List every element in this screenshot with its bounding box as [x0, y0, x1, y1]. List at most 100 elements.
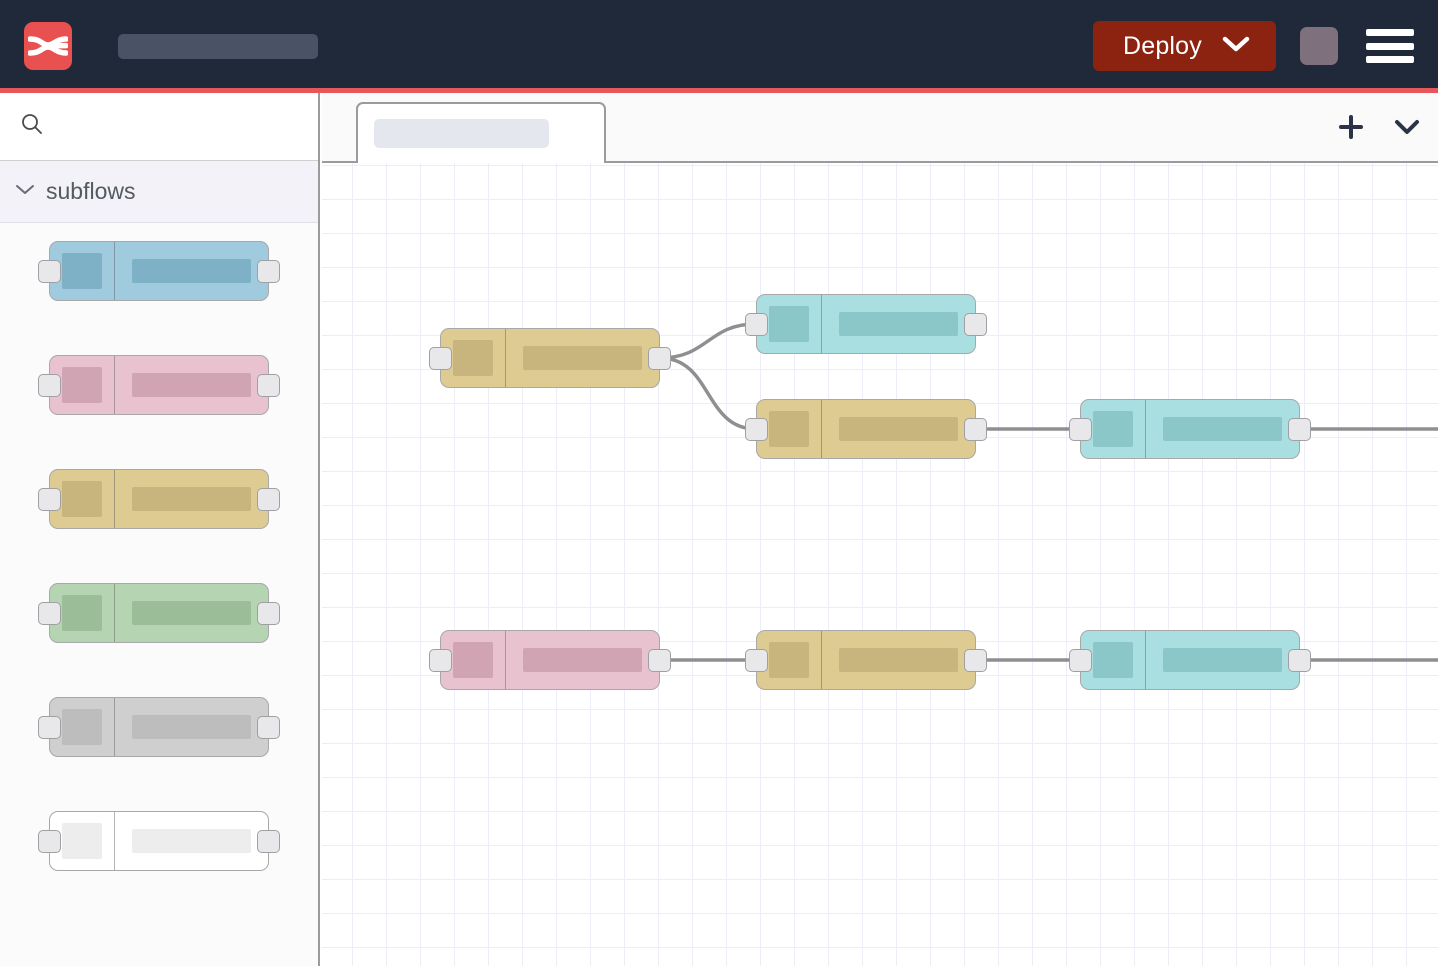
- node-input-port[interactable]: [429, 346, 452, 370]
- deploy-button[interactable]: Deploy: [1092, 21, 1276, 71]
- node-label-cell: [115, 698, 268, 756]
- editor-main: [322, 93, 1438, 966]
- palette-node-pink[interactable]: [38, 355, 280, 415]
- node-output-port[interactable]: [648, 346, 671, 370]
- node-output-port[interactable]: [964, 312, 987, 336]
- app-header: Deploy: [0, 0, 1438, 92]
- node-output-port[interactable]: [257, 601, 280, 625]
- flow-tab-active[interactable]: [356, 102, 606, 163]
- palette-search-row[interactable]: [0, 93, 318, 161]
- node-label-redacted: [1163, 648, 1283, 672]
- node-type-icon: [453, 642, 494, 678]
- node-label-redacted: [132, 601, 252, 625]
- canvas-node-body: [756, 294, 976, 354]
- node-label-cell: [115, 584, 268, 642]
- node-icon-cell: [757, 631, 823, 689]
- node-input-port[interactable]: [38, 487, 61, 511]
- node-input-port[interactable]: [38, 373, 61, 397]
- palette-node-green[interactable]: [38, 583, 280, 643]
- canvas-node-n7[interactable]: [1069, 630, 1311, 690]
- palette-node-tan[interactable]: [38, 469, 280, 529]
- node-output-port[interactable]: [257, 259, 280, 283]
- flow-title-redacted: [118, 33, 318, 59]
- chevron-down-icon[interactable]: [1222, 35, 1250, 58]
- canvas-node-body: [1080, 399, 1300, 459]
- palette-node-blue[interactable]: [38, 241, 280, 301]
- node-label-redacted: [839, 417, 959, 441]
- flow-tab-label-redacted: [374, 119, 549, 148]
- node-red-logo-icon[interactable]: [24, 22, 72, 70]
- node-input-port[interactable]: [1069, 648, 1092, 672]
- node-label-cell: [822, 400, 975, 458]
- node-input-port[interactable]: [429, 648, 452, 672]
- palette-node-grey[interactable]: [38, 697, 280, 757]
- node-label-redacted: [132, 259, 252, 283]
- node-output-port[interactable]: [257, 829, 280, 853]
- canvas-node-n1[interactable]: [429, 328, 671, 388]
- node-output-port[interactable]: [648, 648, 671, 672]
- node-label-cell: [115, 356, 268, 414]
- palette-node-body: [49, 355, 269, 415]
- node-type-icon: [769, 306, 810, 342]
- canvas-node-n5[interactable]: [429, 630, 671, 690]
- node-input-port[interactable]: [745, 312, 768, 336]
- node-label-redacted: [132, 715, 252, 739]
- avatar[interactable]: [1300, 27, 1338, 65]
- palette-sidebar: subflows: [0, 93, 320, 966]
- node-input-port[interactable]: [38, 715, 61, 739]
- search-input[interactable]: [44, 118, 318, 135]
- node-input-port[interactable]: [38, 601, 61, 625]
- node-type-icon: [1093, 411, 1134, 447]
- palette-node-white[interactable]: [38, 811, 280, 871]
- hamburger-bar: [1366, 56, 1414, 63]
- tab-actions: [1338, 93, 1420, 161]
- node-type-icon: [769, 411, 810, 447]
- node-input-port[interactable]: [745, 648, 768, 672]
- canvas-node-body: [440, 328, 660, 388]
- plus-icon[interactable]: [1338, 114, 1364, 140]
- canvas-node-n4[interactable]: [1069, 399, 1311, 459]
- node-label-redacted: [132, 487, 252, 511]
- node-output-port[interactable]: [1288, 417, 1311, 441]
- node-label-cell: [1146, 631, 1299, 689]
- hamburger-menu-icon[interactable]: [1366, 29, 1414, 63]
- palette-category-subflows[interactable]: subflows: [0, 161, 318, 223]
- node-label-redacted: [839, 648, 959, 672]
- node-icon-cell: [50, 584, 116, 642]
- node-label-redacted: [523, 648, 643, 672]
- node-label-cell: [506, 631, 659, 689]
- canvas-node-n3[interactable]: [745, 399, 987, 459]
- node-type-icon: [1093, 642, 1134, 678]
- hamburger-bar: [1366, 29, 1414, 36]
- node-type-icon: [62, 595, 103, 631]
- node-output-port[interactable]: [964, 648, 987, 672]
- wire-layer: [658, 322, 1438, 662]
- node-input-port[interactable]: [38, 259, 61, 283]
- canvas-node-n2[interactable]: [745, 294, 987, 354]
- node-label-redacted: [132, 373, 252, 397]
- node-icon-cell: [50, 812, 116, 870]
- node-icon-cell: [757, 400, 823, 458]
- hamburger-bar: [1366, 42, 1414, 50]
- node-output-port[interactable]: [257, 715, 280, 739]
- node-icon-cell: [50, 356, 116, 414]
- node-icon-cell: [50, 242, 116, 300]
- node-label-cell: [115, 470, 268, 528]
- flow-canvas[interactable]: [322, 163, 1438, 966]
- node-output-port[interactable]: [1288, 648, 1311, 672]
- node-type-icon: [453, 340, 494, 376]
- chevron-down-icon[interactable]: [1394, 118, 1420, 136]
- node-output-port[interactable]: [964, 417, 987, 441]
- node-icon-cell: [441, 329, 507, 387]
- node-input-port[interactable]: [1069, 417, 1092, 441]
- node-icon-cell: [1081, 400, 1147, 458]
- node-output-port[interactable]: [257, 373, 280, 397]
- palette-node-list: [0, 223, 318, 871]
- node-type-icon: [62, 823, 103, 859]
- node-output-port[interactable]: [257, 487, 280, 511]
- node-input-port[interactable]: [745, 417, 768, 441]
- canvas-node-n6[interactable]: [745, 630, 987, 690]
- node-icon-cell: [50, 470, 116, 528]
- node-input-port[interactable]: [38, 829, 61, 853]
